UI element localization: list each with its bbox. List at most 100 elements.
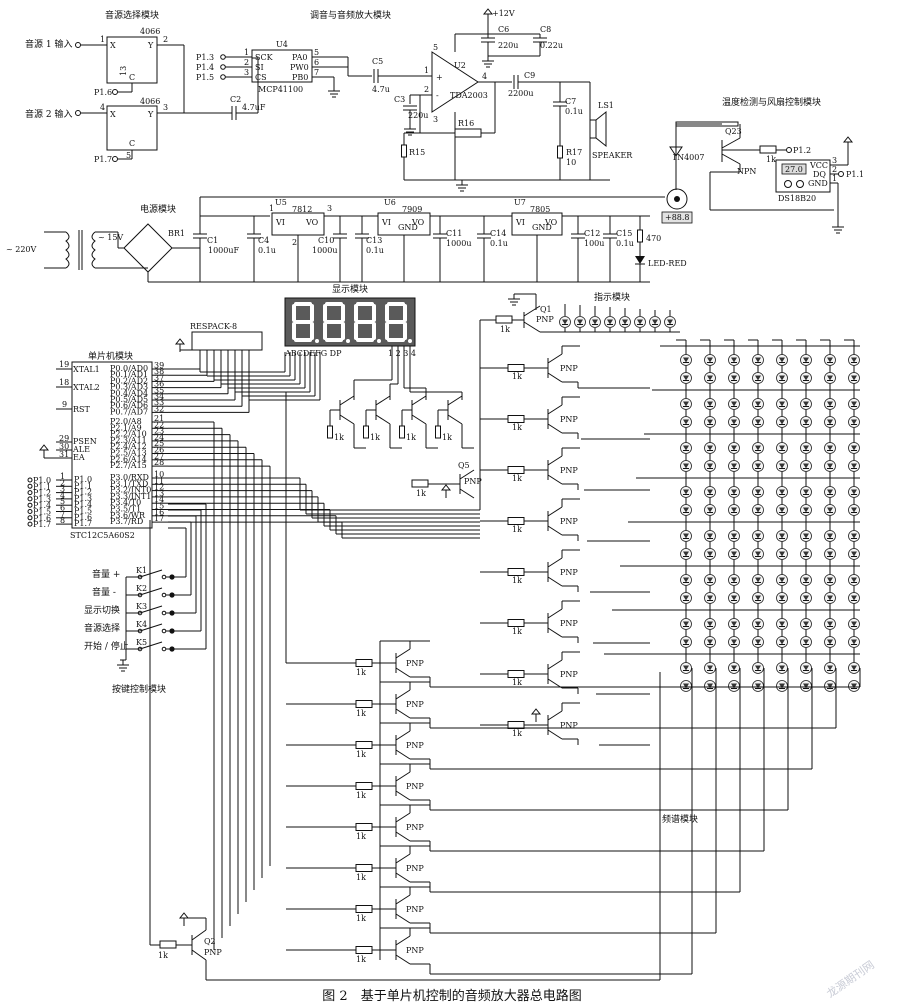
col-driver-type-8: PNP: [406, 946, 424, 955]
col-driver-3: 1k PNP: [286, 668, 813, 770]
q5-base-r: 1k: [416, 489, 426, 498]
mcu-module-title: 单片机模块: [88, 350, 133, 362]
pot-pin6: 6: [314, 58, 319, 67]
sensor-vcc: VCC: [809, 161, 828, 170]
mcu-port0-7: P0.7/AD7: [110, 407, 148, 416]
pot-pin2: 2: [244, 58, 249, 67]
p13-label: P1.3: [196, 53, 214, 62]
mcu-port3-pin-3: 13: [154, 489, 164, 498]
mcu-port3-0: P3.0/RXD: [110, 473, 149, 482]
u5-vo: VO: [305, 218, 319, 227]
source2-input-label: 音源 2 输入: [25, 108, 72, 120]
row-driver-r-4: 1k: [512, 525, 522, 534]
mcu-port2-5: P2.5/A13: [110, 449, 147, 458]
col-driver-type-1: PNP: [406, 659, 424, 668]
mcu-port1-ext-5: P1.5: [33, 508, 51, 517]
display-seg-pins: ABCDEFG DP: [284, 349, 342, 358]
q2-type: PNP: [204, 948, 222, 957]
display-digit-4: [385, 302, 412, 343]
power-module: 电源模块 ~ 220V ~ 15V BR1 C1 1000uF C4 0.1u …: [6, 196, 687, 283]
c15-label: C15: [616, 229, 632, 238]
display-digit-1: [292, 302, 319, 343]
c6-label: C6: [498, 25, 509, 34]
mcu-port3-pin-7: 17: [154, 514, 164, 523]
p14-label: P1.4: [196, 63, 214, 72]
pot-chip: MCP41100: [258, 85, 303, 94]
c13-value: 0.1u: [366, 246, 384, 255]
mcu-port2-7: P2.7/A15: [110, 461, 147, 470]
q2-label: Q2: [204, 937, 216, 946]
col-driver-r-3: 1k: [356, 750, 366, 759]
mcu-port0-pin-4: 35: [154, 386, 164, 395]
u6-gnd: GND: [398, 223, 418, 232]
mcu-module: 单片机模块 XTAL1 XTAL2 RST PSEN ALE EA 19 18 …: [27, 350, 480, 950]
key-label-1: 音量 +: [92, 568, 120, 580]
key-label-4: 音源选择: [84, 622, 120, 634]
col-driver-r-1: 1k: [356, 668, 366, 677]
col-driver-type-6: PNP: [406, 864, 424, 873]
mcu-pin19: 19: [59, 360, 69, 369]
mcu-port3-3: P3.3/INT1: [110, 492, 151, 501]
digit-driver-3: 1k: [399, 346, 438, 449]
u6-vo: VO: [411, 218, 425, 227]
mcu-port1-2: P1.2: [74, 488, 92, 497]
mcu-port1-ext-0: P1.0: [33, 476, 51, 485]
power-module-title: 电源模块: [140, 203, 176, 215]
u5-pin2: 2: [292, 238, 297, 247]
c2-label: C2: [230, 95, 241, 104]
mcu-port2-pin-0: 21: [154, 414, 164, 423]
mcu-port1-3: P1.3: [74, 494, 92, 503]
key-label-2: 音量 -: [92, 586, 116, 598]
vcc12-label: +12V: [492, 9, 515, 18]
q23-base-r: 1k: [766, 155, 776, 164]
mcu-port2-1: P2.1/A9: [110, 423, 142, 432]
sensor-name: DS18B20: [778, 194, 816, 203]
switch1-c: C: [129, 73, 135, 82]
u6-type: 7909: [402, 205, 422, 214]
speaker-ls1: [589, 119, 597, 139]
sensor-pin3: 3: [832, 156, 837, 165]
u7-label: U7: [514, 198, 526, 207]
c4-label: C4: [258, 236, 269, 245]
sensor-dq: DQ: [813, 170, 826, 179]
q5-label: Q5: [458, 461, 470, 470]
br1-label: BR1: [168, 229, 185, 238]
switch1-pin1: 1: [100, 35, 105, 44]
col-driver-r-6: 1k: [356, 873, 366, 882]
fan-motor: [666, 188, 688, 210]
mcu-port0-1: P0.1/AD1: [110, 370, 148, 379]
respack-label: RESPACK-8: [190, 322, 237, 331]
col-driver-2: 1k PNP: [286, 668, 837, 729]
r15-label: R15: [409, 148, 425, 157]
mcu-port2-2: P2.2/A10: [110, 430, 147, 439]
c1-value: 1000uF: [208, 246, 240, 255]
c1-label: C1: [207, 236, 218, 245]
digit-driver-2: 1k: [363, 346, 402, 449]
q2-transistor: 1k Q2 PNP: [149, 520, 661, 981]
keys-module-title: 按键控制模块: [112, 683, 166, 695]
row-driver-type-7: PNP: [560, 670, 578, 679]
mcu-xtal1: XTAL1: [73, 365, 100, 374]
mcu-port1-7: P1.7: [74, 519, 92, 528]
key-name-3: K3: [136, 602, 147, 611]
row-driver-4: 1k PNP: [480, 498, 650, 542]
digit-driver-r-3: 1k: [406, 433, 416, 442]
switch2-x: X: [110, 110, 116, 119]
c5-label: C5: [372, 57, 383, 66]
amp-minus: -: [436, 91, 439, 100]
amp-chip: TDA2003: [450, 91, 488, 100]
pot-pw0: PW0: [290, 63, 309, 72]
mcu-port0-2: P0.2/AD2: [110, 376, 148, 385]
row-driver-r-8: 1k: [512, 729, 522, 738]
c14-value: 0.1u: [490, 239, 508, 248]
amp-pin1: 1: [424, 66, 429, 75]
key-switch-1[interactable]: 音量 +K1: [92, 527, 187, 584]
key-label-5: 开始 / 停止: [84, 640, 129, 652]
row-driver-type-4: PNP: [560, 517, 578, 526]
